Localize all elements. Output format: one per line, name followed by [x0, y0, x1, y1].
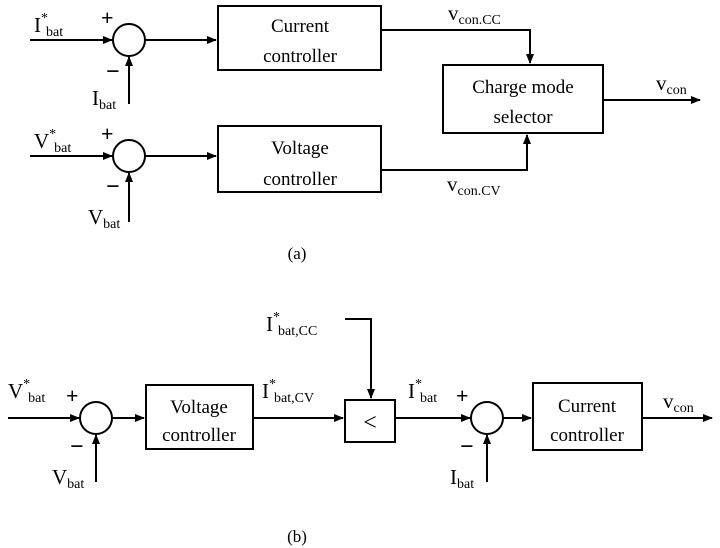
- plus-sign-voltage: +: [101, 121, 114, 146]
- minus-sign-voltage: −: [106, 174, 120, 200]
- minus-sign-current: −: [106, 59, 120, 85]
- voltage-controller-block-b: [145, 384, 254, 450]
- vcon-label-b: vcon: [663, 389, 694, 416]
- caption-a: (a): [288, 244, 307, 263]
- voltage-controller-label-1: Voltage: [271, 138, 329, 159]
- diagram-b: Voltage controller < Current controller …: [8, 310, 713, 546]
- min-selector-block: [344, 399, 396, 443]
- diagram-a: Current controller Voltage controller Ch…: [30, 1, 701, 263]
- i-fb-label-a: Ibat: [92, 86, 116, 113]
- summing-junction-current: [112, 23, 146, 57]
- voltage-controller-label-2: controller: [263, 169, 338, 190]
- voltage-controller-block: [217, 125, 382, 193]
- current-controller-block-b: [532, 382, 643, 451]
- i-ref-cv-label: I*bat,CV: [262, 377, 314, 406]
- v-ref-label-b: V*bat: [8, 377, 45, 406]
- selector-label-1: Charge mode: [472, 77, 574, 98]
- i-ref-label-a: I*bat: [34, 11, 63, 40]
- v-fb-label-a: Vbat: [88, 205, 120, 232]
- summing-junction-voltage: [112, 139, 146, 173]
- v-ref-label-a: V*bat: [34, 127, 71, 156]
- plus-sign-current-b: +: [456, 383, 469, 408]
- i-ref-cc-arrow: [345, 318, 375, 399]
- current-controller-label-2: controller: [263, 46, 338, 67]
- current-controller-label-b2: controller: [550, 425, 625, 446]
- minus-sign-voltage-b: −: [70, 434, 84, 460]
- vcon-cv-label: vcon.CV: [447, 172, 501, 199]
- minus-sign-current-b: −: [460, 434, 474, 460]
- i-ref-label-b: I*bat: [408, 377, 437, 406]
- summing-junction-voltage-b: [79, 401, 113, 435]
- current-controller-block: [217, 5, 382, 71]
- plus-sign-voltage-b: +: [66, 383, 79, 408]
- current-controller-label-1: Current: [271, 16, 330, 37]
- voltage-controller-label-b2: controller: [162, 425, 237, 446]
- i-ref-cc-label: I*bat,CC: [266, 310, 317, 339]
- voltage-controller-label-b1: Voltage: [170, 397, 228, 418]
- i-fb-label-b: Ibat: [450, 465, 474, 492]
- v-fb-label-b: Vbat: [52, 465, 84, 492]
- caption-b: (b): [287, 527, 307, 546]
- current-controller-label-b1: Current: [558, 396, 617, 417]
- summing-junction-current-b: [470, 401, 504, 435]
- selector-label-2: selector: [493, 107, 553, 128]
- min-selector-symbol: <: [363, 410, 377, 436]
- vcon-cc-label: vcon.CC: [448, 1, 501, 28]
- vcon-cc-arrow: [381, 29, 534, 64]
- vcon-label-a: vcon: [656, 71, 687, 98]
- vcon-cv-arrow: [381, 134, 531, 171]
- plus-sign-current: +: [101, 5, 114, 30]
